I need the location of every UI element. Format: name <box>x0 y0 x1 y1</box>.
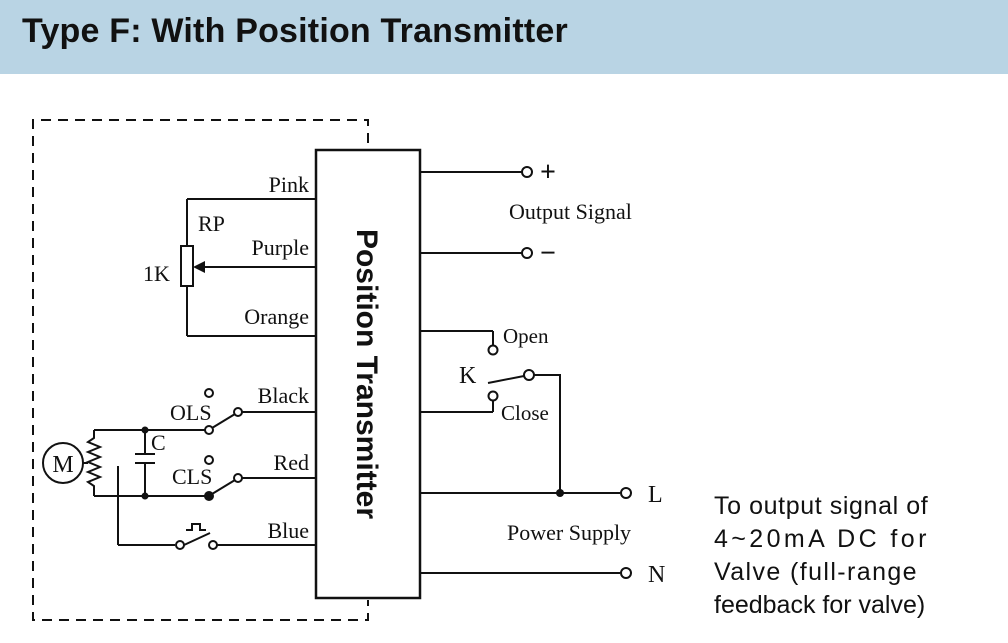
pot-name: RP <box>198 211 225 236</box>
output-signal-label: Output Signal <box>509 199 632 224</box>
wire-label-purple: Purple <box>252 235 309 260</box>
motor-winding <box>85 430 103 496</box>
wire-label-blue: Blue <box>267 518 309 543</box>
motor-label: M <box>52 452 73 478</box>
switch-close-label: Close <box>501 401 549 425</box>
note-line-2: 4~20mA DC for <box>714 525 930 553</box>
position-transmitter-block <box>314 148 422 600</box>
wire-label-black: Black <box>258 383 309 408</box>
header-bar: Type F: With Position Transmitter <box>0 0 1008 74</box>
switch-open-label: Open <box>503 324 549 348</box>
note-line-1: To output signal of <box>714 492 929 520</box>
block-label: Position Transmitter <box>350 229 383 519</box>
note-line-3: Valve (full-range <box>714 558 918 586</box>
capacitor-label: C <box>151 430 166 455</box>
wire-label-orange: Orange <box>244 304 309 329</box>
power-l-label: L <box>648 482 663 508</box>
output-plus: + <box>540 157 556 188</box>
actuator-enclosure <box>32 119 369 621</box>
wire-label-pink: Pink <box>269 172 309 197</box>
junction-dot <box>556 489 564 497</box>
page-title: Type F: With Position Transmitter <box>22 12 568 50</box>
potentiometer <box>180 245 194 287</box>
switch-k-label: K <box>459 363 477 389</box>
output-minus: − <box>540 238 556 269</box>
pot-value: 1K <box>143 261 170 286</box>
cls-label: CLS <box>172 464 212 489</box>
wiper-arrow <box>193 261 205 273</box>
power-n-label: N <box>648 562 665 588</box>
wire-label-red: Red <box>274 450 309 475</box>
description-note: To output signal of 4~20mA DC for Valve … <box>714 490 994 622</box>
power-supply-label: Power Supply <box>507 520 631 545</box>
note-line-4: feedback for valve) <box>714 591 926 619</box>
ols-label: OLS <box>170 400 212 425</box>
